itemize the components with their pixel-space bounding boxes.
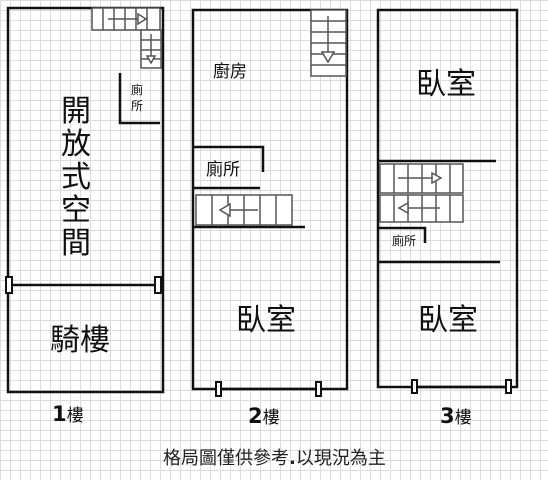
arcade-label: 騎樓 (50, 323, 110, 358)
floor-2-caption: 2樓 (248, 406, 280, 427)
floor-3-suffix: 樓 (454, 408, 472, 428)
bedroom-label-f2: 臥室 (236, 303, 296, 338)
floor-1-number: 1 (52, 402, 67, 426)
stair-f2-top (310, 9, 347, 77)
open-space-char: 間 (61, 226, 91, 261)
toilet-label-f1: 廁 所 (131, 82, 143, 114)
disclaimer-suffix: 以現況為主 (295, 448, 386, 469)
open-space-char: 空 (61, 193, 91, 228)
floor-1-walls (6, 6, 165, 394)
disclaimer-note: 格局圖僅供參考.以現況為主 (163, 450, 386, 468)
floor-2-suffix: 樓 (262, 408, 280, 428)
bedroom-bottom-label-f3: 臥室 (418, 303, 478, 338)
floor-1-suffix: 樓 (66, 406, 84, 426)
stair-f2-middle (195, 194, 293, 226)
open-space-char: 放 (61, 127, 91, 162)
floor-3-caption: 3樓 (440, 406, 472, 427)
bedroom-top-label-f3: 臥室 (416, 67, 476, 102)
door-thresholds (221, 385, 506, 391)
open-space-label: 開 放 式 空 間 (59, 95, 93, 260)
kitchen-label: 廚房 (213, 62, 247, 82)
open-space-char: 式 (61, 160, 91, 195)
toilet-label-f3: 廁所 (392, 234, 417, 248)
floor-2-number: 2 (248, 404, 263, 428)
disclaimer-dot: . (289, 448, 296, 469)
floor-3-number: 3 (440, 404, 455, 428)
stair-f1-top (91, 7, 161, 31)
floor-1-caption: 1樓 (52, 404, 84, 425)
toilet-label-f2: 廁所 (206, 160, 240, 180)
open-space-char: 開 (61, 94, 91, 129)
stair-f3-lower (379, 194, 464, 223)
toilet-char: 所 (131, 99, 144, 113)
stair-f1-side (140, 29, 162, 69)
stair-f3-upper (379, 163, 464, 194)
disclaimer-prefix: 格局圖僅供參考 (163, 448, 289, 469)
toilet-char: 廁 (131, 83, 144, 97)
